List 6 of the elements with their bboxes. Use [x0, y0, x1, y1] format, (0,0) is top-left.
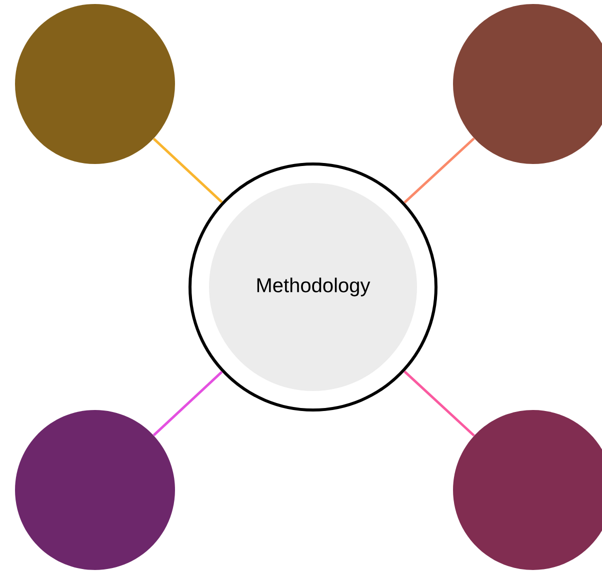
circle: [15, 4, 175, 164]
connector-line: [152, 138, 223, 204]
circle: [15, 410, 175, 570]
connector-line: [404, 370, 475, 437]
connector-line: [404, 137, 475, 204]
connector-line: [152, 370, 223, 436]
